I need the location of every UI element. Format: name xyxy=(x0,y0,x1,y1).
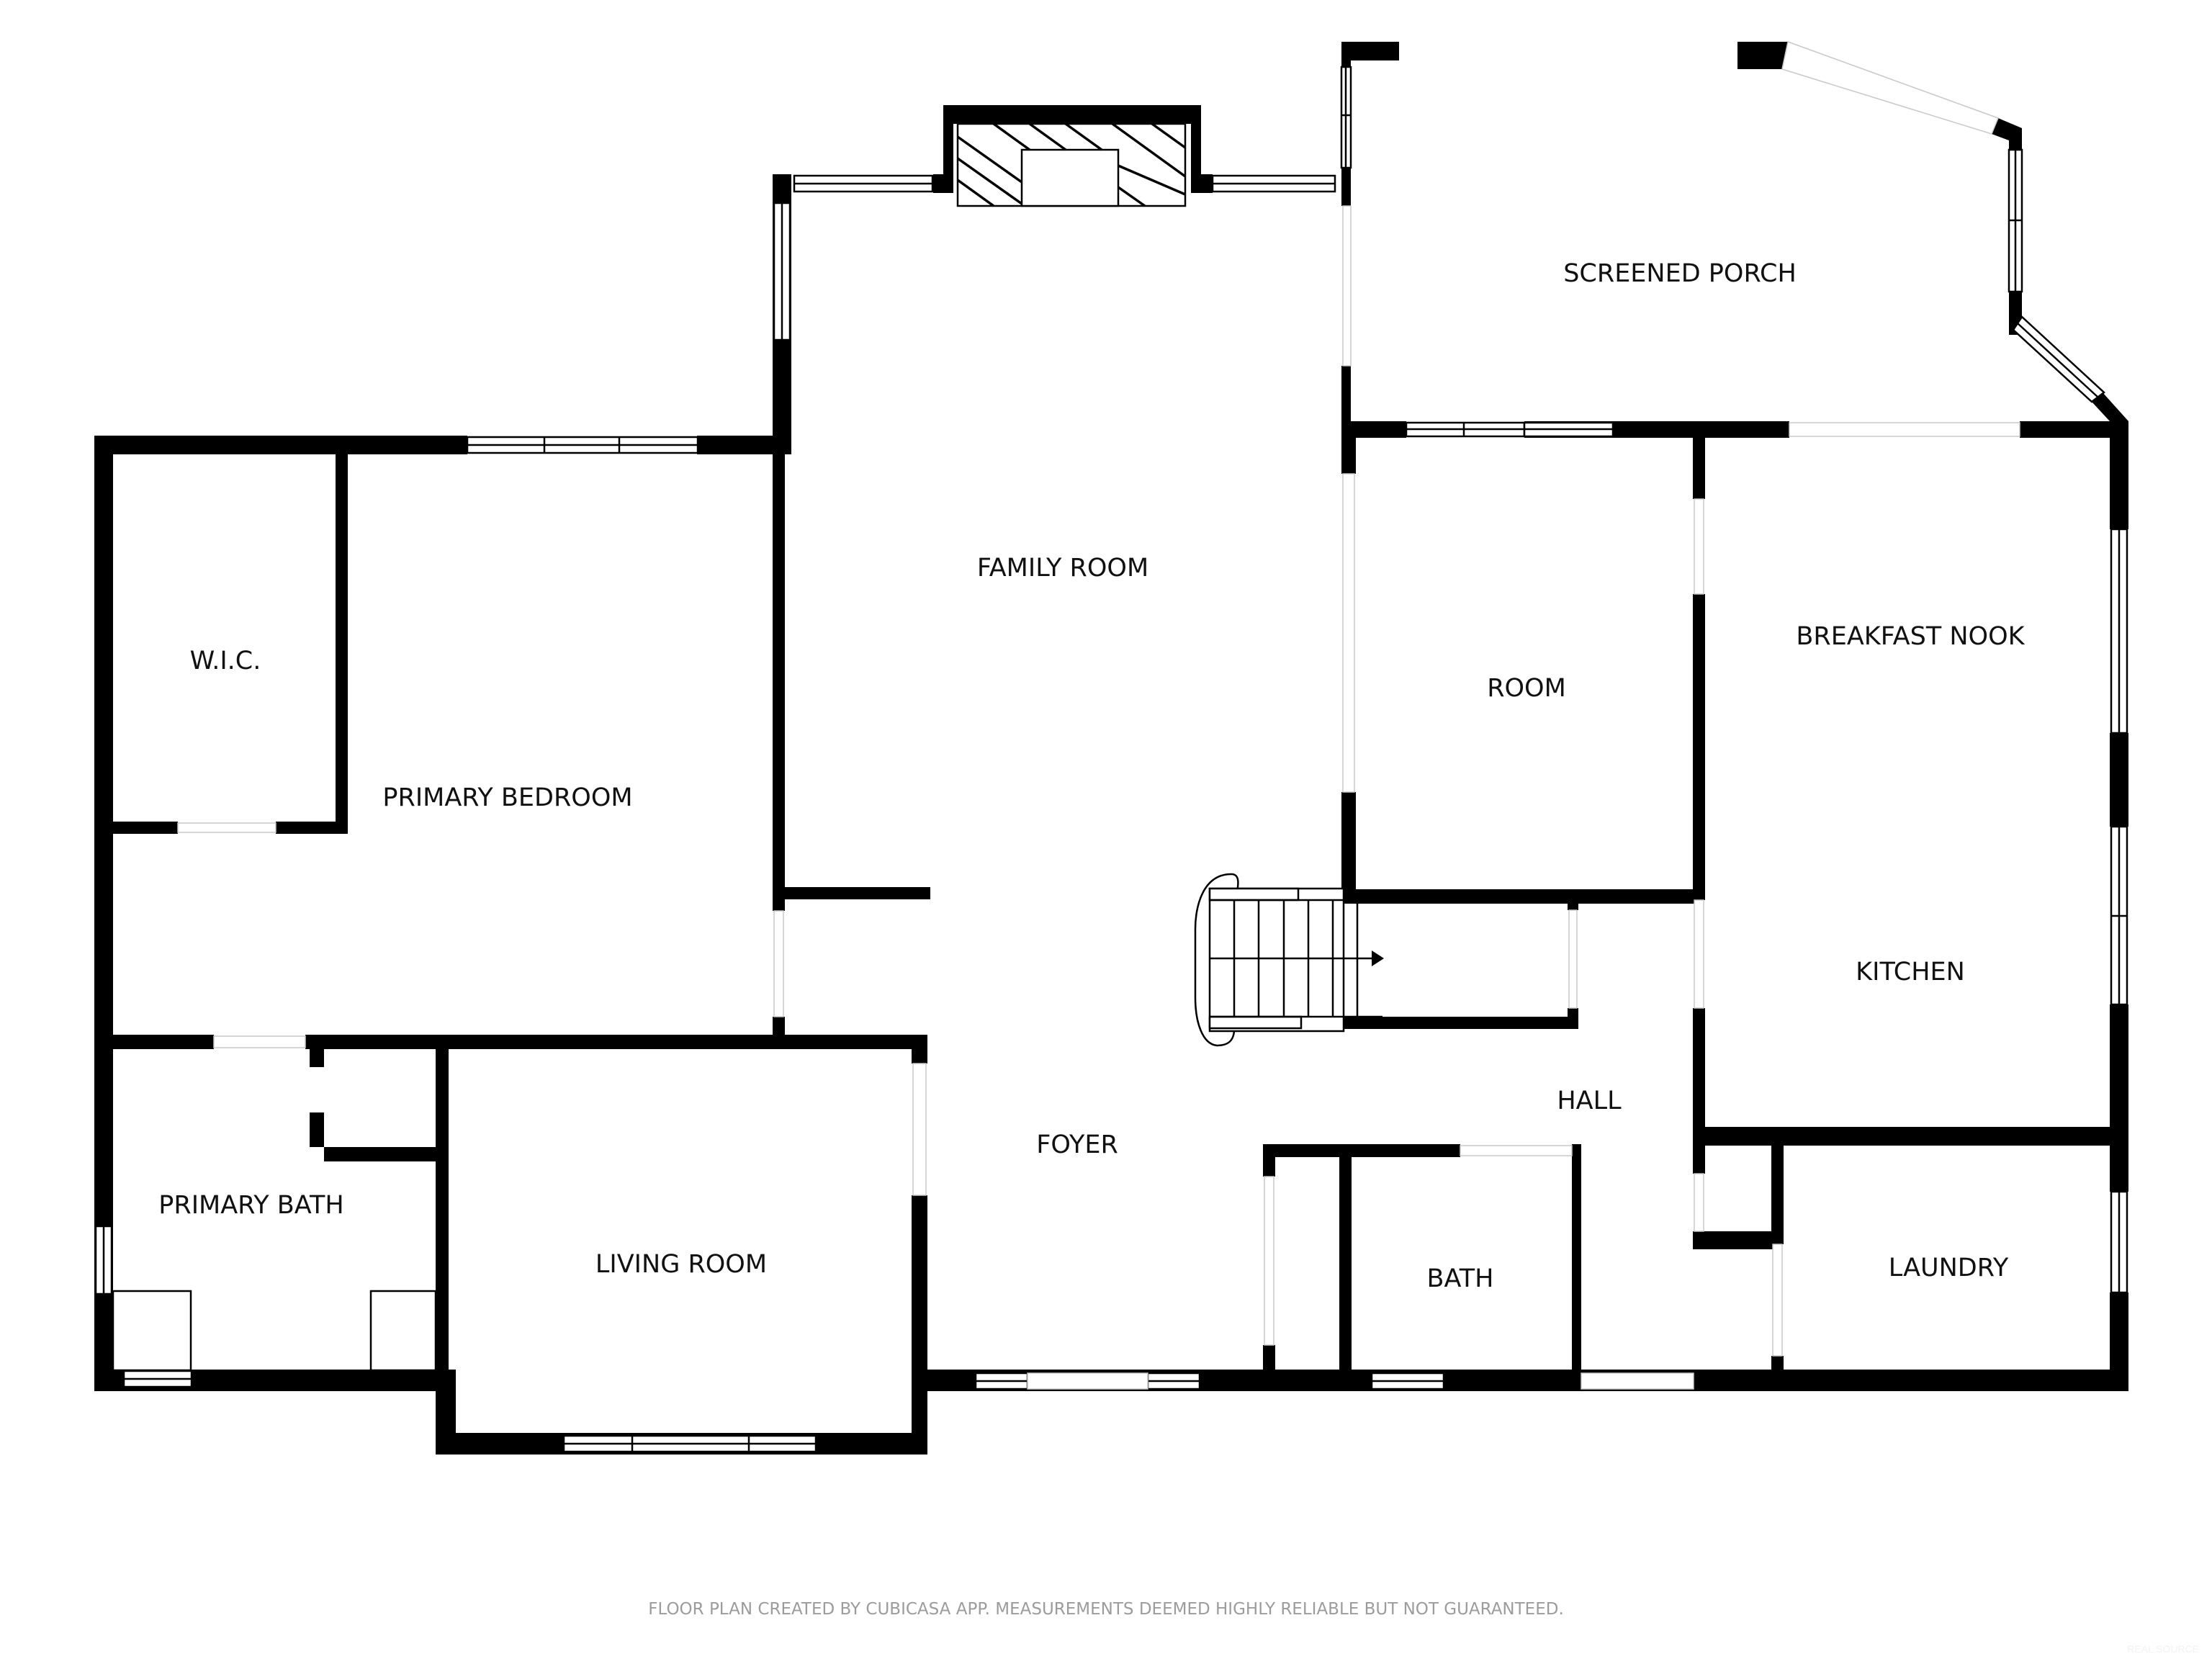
label-primary-bedroom: PRIMARY BEDROOM xyxy=(382,783,632,812)
disclaimer-text: FLOOR PLAN CREATED BY CUBICASA APP. MEAS… xyxy=(648,1600,1564,1619)
vanity-fixture xyxy=(369,1290,437,1372)
label-bath: BATH xyxy=(1427,1264,1494,1293)
window-foyer-left xyxy=(974,1372,1029,1390)
label-screened-porch: SCREENED PORCH xyxy=(1563,259,1797,288)
door-openings xyxy=(177,41,2020,1390)
window-primary-bath-left xyxy=(94,1225,113,1295)
label-hall: HALL xyxy=(1557,1087,1622,1115)
window-living-bottom xyxy=(562,1434,817,1453)
window-family-left xyxy=(773,202,791,341)
label-room: ROOM xyxy=(1487,674,1566,703)
window-nook-right xyxy=(2110,528,2128,734)
label-kitchen: KITCHEN xyxy=(1856,958,1965,986)
bath-fixtures xyxy=(112,1290,437,1372)
label-primary-bath: PRIMARY BATH xyxy=(158,1191,343,1220)
label-breakfast-nook: BREAKFAST NOOK xyxy=(1796,622,2025,651)
window-family-top-right xyxy=(1211,174,1336,193)
label-living-room: LIVING ROOM xyxy=(595,1250,767,1279)
window-porch-left xyxy=(1340,66,1352,169)
tub-fixture xyxy=(112,1290,192,1372)
window-foyer-right xyxy=(1146,1372,1201,1390)
window-bedroom-top xyxy=(466,436,699,454)
walls xyxy=(94,42,2128,1455)
label-family-room: FAMILY ROOM xyxy=(977,554,1148,583)
label-wic: W.I.C. xyxy=(190,647,261,675)
room-labels: SCREENED PORCH FAMILY ROOM W.I.C. PRIMAR… xyxy=(158,259,2025,1293)
window-primary-bath-bottom xyxy=(122,1370,193,1388)
window-kitchen-right xyxy=(2110,825,2128,1006)
label-laundry: LAUNDRY xyxy=(1889,1254,2009,1282)
stairs-icon xyxy=(1194,873,1384,1047)
window-porch-bottom xyxy=(1405,421,1614,438)
window-laundry-right xyxy=(2110,1190,2128,1294)
label-foyer: FOYER xyxy=(1036,1130,1118,1159)
window-bath-front xyxy=(1370,1372,1445,1390)
window-family-top-left xyxy=(793,174,934,193)
watermark-logo: REAL SOURCE xyxy=(2127,1643,2199,1655)
window-porch-angled xyxy=(2012,315,2105,403)
windows xyxy=(94,66,2128,1453)
window-porch-right xyxy=(2008,148,2023,293)
fireplace-icon xyxy=(956,122,1187,207)
